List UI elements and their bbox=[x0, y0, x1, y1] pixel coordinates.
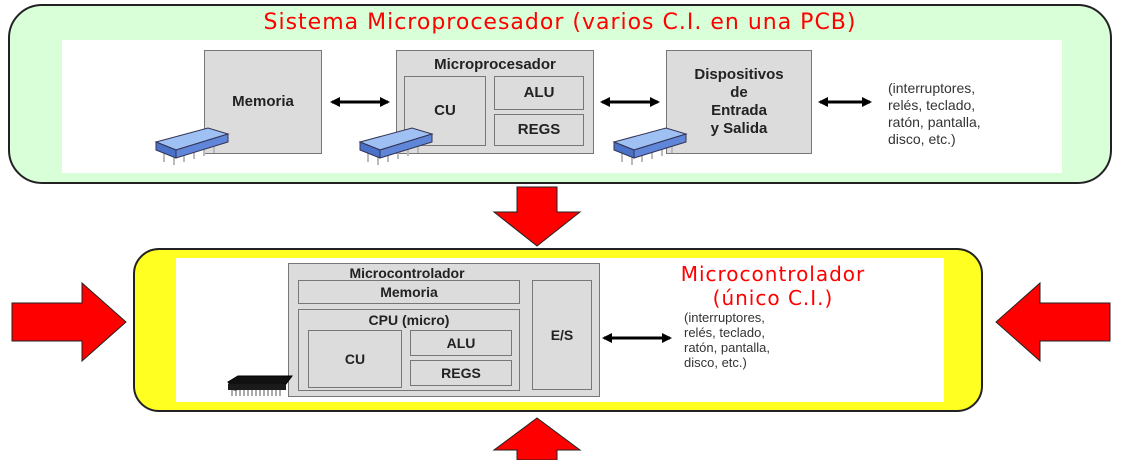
alu-box: ALU bbox=[494, 76, 584, 110]
cpu-label: CPU (micro) bbox=[368, 312, 450, 328]
regs-label: REGS bbox=[517, 121, 561, 138]
microcontrolador-label: Microcontrolador bbox=[349, 265, 465, 281]
cu-label: CU bbox=[434, 102, 456, 119]
bottom-alu-box: ALU bbox=[410, 330, 512, 356]
chip-icon-dispositivos bbox=[612, 127, 688, 165]
top-panel-title: Sistema Microprocesador (varios C.I. en … bbox=[263, 10, 857, 35]
memoria-label: Memoria bbox=[232, 93, 294, 110]
bottom-alu-label: ALU bbox=[446, 335, 476, 351]
red-arrow-left bbox=[11, 281, 127, 363]
red-arrow-down-top bbox=[492, 186, 582, 247]
alu-label: ALU bbox=[523, 84, 555, 101]
dispositivos-box: Dispositivos de Entrada y Salida bbox=[666, 50, 812, 154]
microprocesador-label: Microprocesador bbox=[434, 56, 556, 73]
bottom-regs-label: REGS bbox=[441, 365, 481, 381]
bottom-memoria-label: Memoria bbox=[380, 284, 438, 300]
bottom-regs-box: REGS bbox=[410, 360, 512, 386]
red-arrow-right bbox=[995, 281, 1111, 363]
regs-box: REGS bbox=[494, 114, 584, 146]
microcontroller-chip-icon bbox=[227, 375, 293, 396]
bottom-cu-label: CU bbox=[344, 351, 366, 367]
chip-icon-memoria bbox=[154, 127, 230, 165]
chip-icon-microprocesador bbox=[358, 127, 434, 165]
bottom-panel-title: Microcontrolador (único C.I.) bbox=[680, 262, 866, 310]
dispositivos-label: Dispositivos de Entrada y Salida bbox=[694, 66, 784, 137]
top-devices-note: (interruptores, relés, teclado, ratón, p… bbox=[888, 80, 981, 147]
es-label: E/S bbox=[550, 327, 574, 343]
red-arrow-up-bottom bbox=[492, 417, 582, 460]
bottom-devices-note: (interruptores, relés, teclado, ratón, p… bbox=[684, 310, 771, 370]
bottom-cu-box: CU bbox=[308, 330, 402, 388]
bottom-memoria-box: Memoria bbox=[298, 280, 520, 304]
es-box: E/S bbox=[532, 280, 592, 390]
